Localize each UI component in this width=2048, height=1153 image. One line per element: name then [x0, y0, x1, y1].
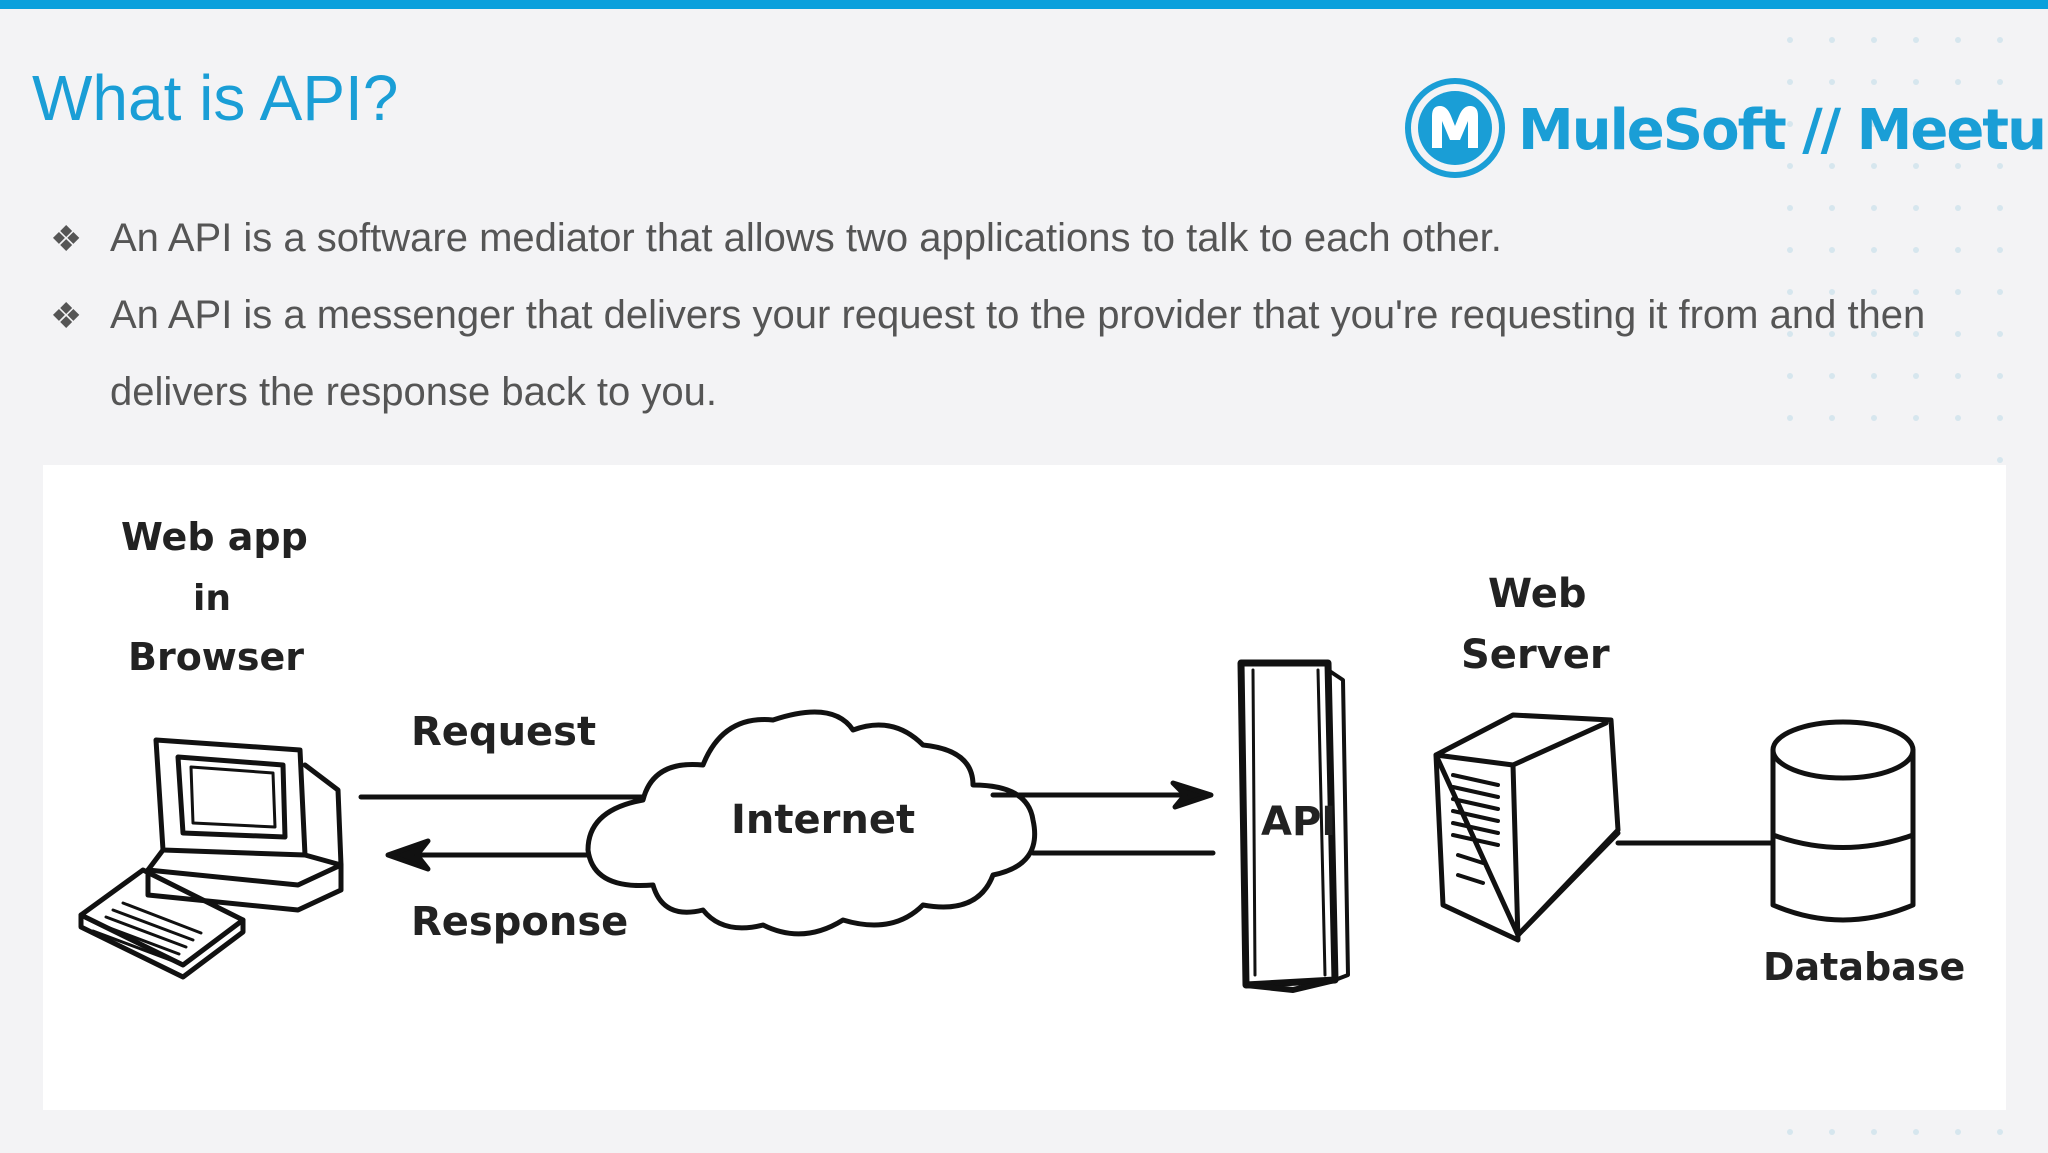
server-label: Web [1488, 571, 1586, 617]
client-label: Web app [121, 515, 308, 559]
bullet-marker-icon: ❖ [50, 295, 83, 336]
bullet-text: An API is a messenger that delivers your… [110, 293, 1926, 414]
bullet-text: An API is a software mediator that allow… [110, 216, 1502, 260]
slide-title: What is API? [32, 62, 399, 134]
database-icon [1770, 719, 1916, 923]
internet-label: Internet [731, 797, 915, 843]
api-gateway-icon [1237, 659, 1350, 993]
mulesoft-meetups-logo: MuleSoft // Meetups [1400, 76, 2048, 186]
client-label: Browser [128, 635, 304, 679]
bullet-item: ❖ An API is a software mediator that all… [50, 200, 1970, 277]
mulesoft-m-logo-icon [1405, 78, 1505, 178]
server-label: Server [1461, 632, 1610, 678]
api-label: API [1261, 799, 1336, 845]
internet-cloud-icon [585, 709, 1038, 937]
api-diagram: Web app in Browser Request Response Inte… [78, 515, 1965, 993]
client-label: in [193, 578, 231, 619]
database-label: Database [1763, 945, 1965, 989]
bullet-marker-icon: ❖ [50, 218, 83, 259]
top-accent-bar [0, 0, 2048, 9]
computer-icon [78, 737, 344, 980]
api-diagram-panel: Web app in Browser Request Response Inte… [43, 465, 2006, 1110]
web-server-icon [1433, 712, 1621, 943]
bullet-list: ❖ An API is a software mediator that all… [50, 200, 1970, 431]
request-label: Request [411, 709, 596, 755]
bullet-item: ❖ An API is a messenger that delivers yo… [50, 277, 1970, 431]
logo-text: MuleSoft // Meetups [1518, 98, 2048, 163]
response-label: Response [411, 899, 628, 945]
